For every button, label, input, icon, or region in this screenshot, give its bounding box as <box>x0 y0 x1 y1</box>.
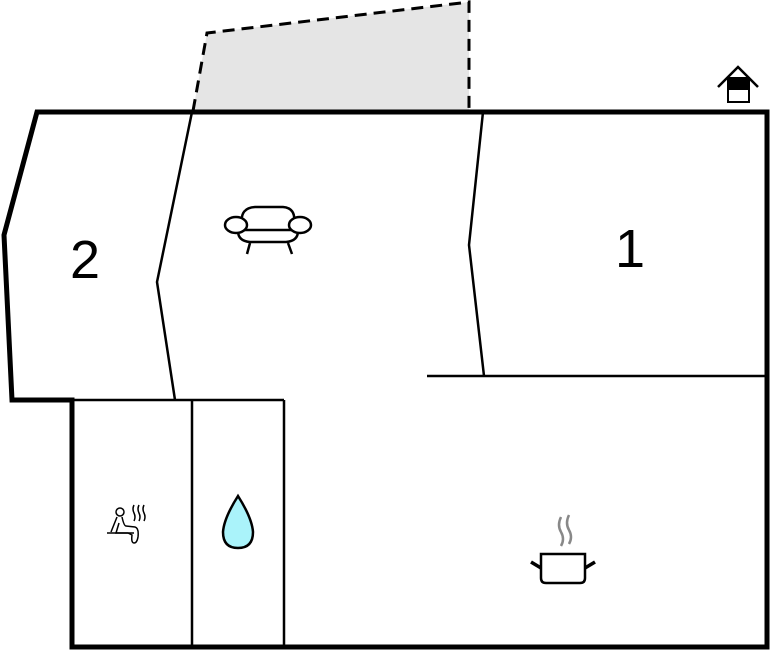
outer-walls <box>1 109 770 650</box>
sauna-icon <box>107 504 146 544</box>
water-drop-icon <box>221 493 255 550</box>
room-label-bedroom-1: 1 <box>615 219 646 279</box>
interior-walls <box>72 111 767 647</box>
room-label-bedroom-2: 2 <box>70 230 101 290</box>
sofa-icon <box>223 205 313 255</box>
terrace-area <box>191 0 471 112</box>
house-entrance-icon <box>717 65 759 103</box>
cooking-pot-icon <box>530 514 596 585</box>
